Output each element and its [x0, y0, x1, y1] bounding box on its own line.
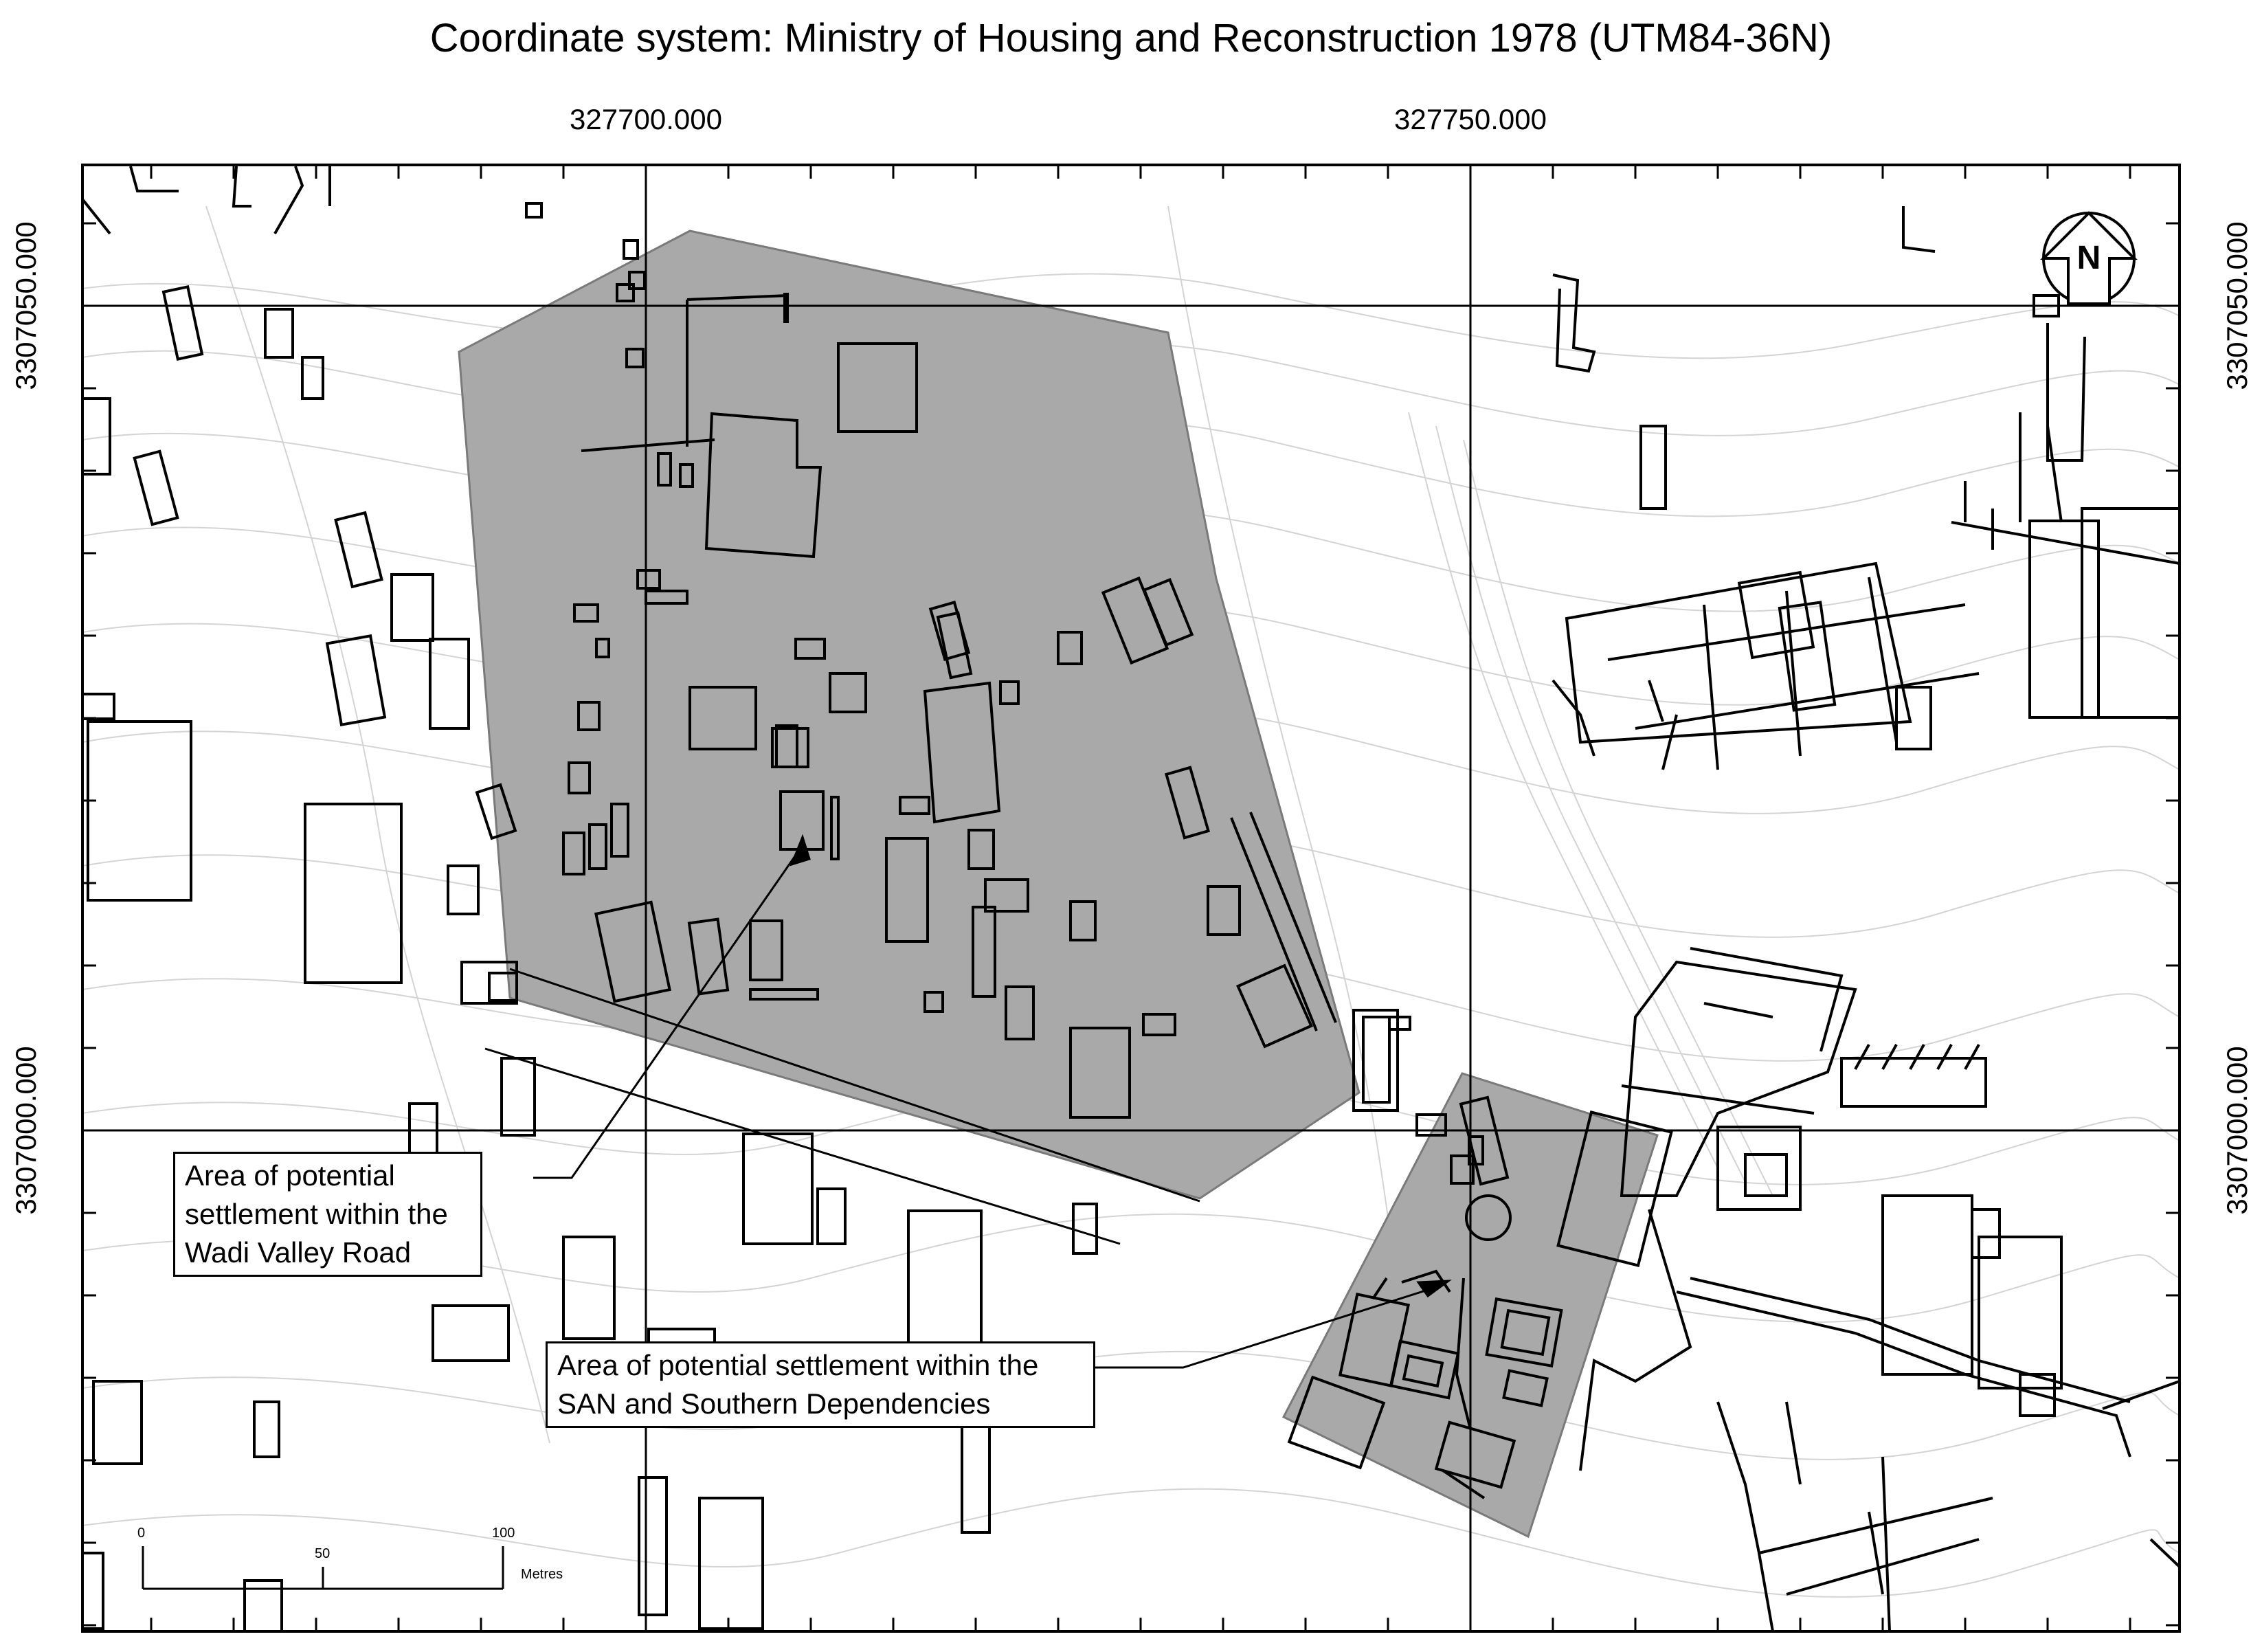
callout-wadi: Area of potential settlement within the …	[173, 1152, 482, 1277]
scale-tick-50: 50	[315, 1546, 331, 1561]
scale-tick-100: 100	[492, 1526, 515, 1541]
structures	[82, 165, 2180, 1631]
easting-label-2: 327750.000	[1394, 103, 1547, 135]
map-title: Coordinate system: Ministry of Housing a…	[429, 16, 1833, 60]
easting-label-1: 327700.000	[570, 103, 722, 135]
callout-leaders	[533, 834, 1452, 1369]
north-arrow-icon	[2040, 211, 2138, 305]
scale-unit: Metres	[521, 1567, 563, 1582]
wadi-settlement-zone[interactable]	[458, 230, 1360, 1200]
scale-tick-0: 0	[137, 1526, 146, 1541]
wadi-valley-road	[484, 968, 1200, 1245]
map-frame	[81, 164, 2181, 1633]
north-arrow-label: N	[2076, 240, 2101, 276]
map-content	[82, 165, 2180, 1631]
callout-san: Area of potential settlement within the …	[546, 1341, 1095, 1428]
frame-ticks	[82, 165, 2180, 1631]
scale-bar	[142, 1546, 504, 1590]
